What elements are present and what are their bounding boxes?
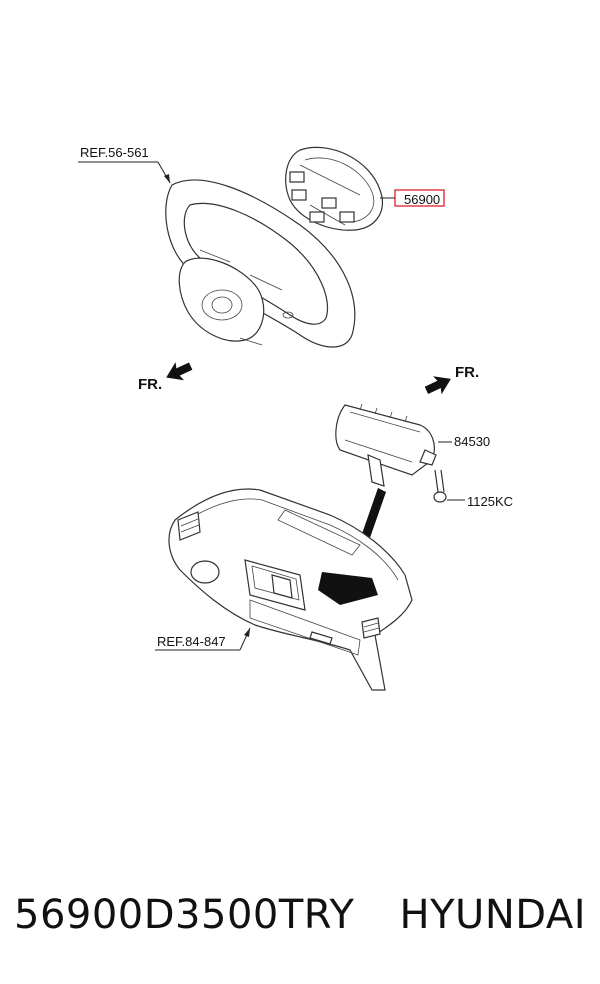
- bolt: [433, 469, 447, 503]
- passenger-airbag-module: [335, 403, 437, 487]
- fr-arrow-right: [424, 376, 451, 395]
- steering-wheel: [165, 179, 356, 348]
- dashboard: [168, 488, 413, 691]
- fr-arrow-left: [166, 362, 193, 381]
- footer-caption: 56900D3500TRY HYUNDAI: [0, 880, 600, 950]
- callout-ref-dash: REF.84-847: [157, 634, 226, 649]
- part-number: 56900D3500TRY: [14, 892, 355, 938]
- callout-1125kc: 1125KC: [467, 494, 513, 509]
- brand-name: HYUNDAI: [399, 892, 586, 938]
- callout-84530: 84530: [454, 434, 490, 449]
- fr-label-right: FR.: [455, 364, 479, 381]
- callout-56900: 56900: [404, 192, 440, 207]
- fr-label-left: FR.: [138, 376, 162, 393]
- driver-airbag-module: [285, 146, 383, 231]
- callout-ref-wheel: REF.56-561: [80, 145, 149, 160]
- airbag-location: [318, 572, 378, 605]
